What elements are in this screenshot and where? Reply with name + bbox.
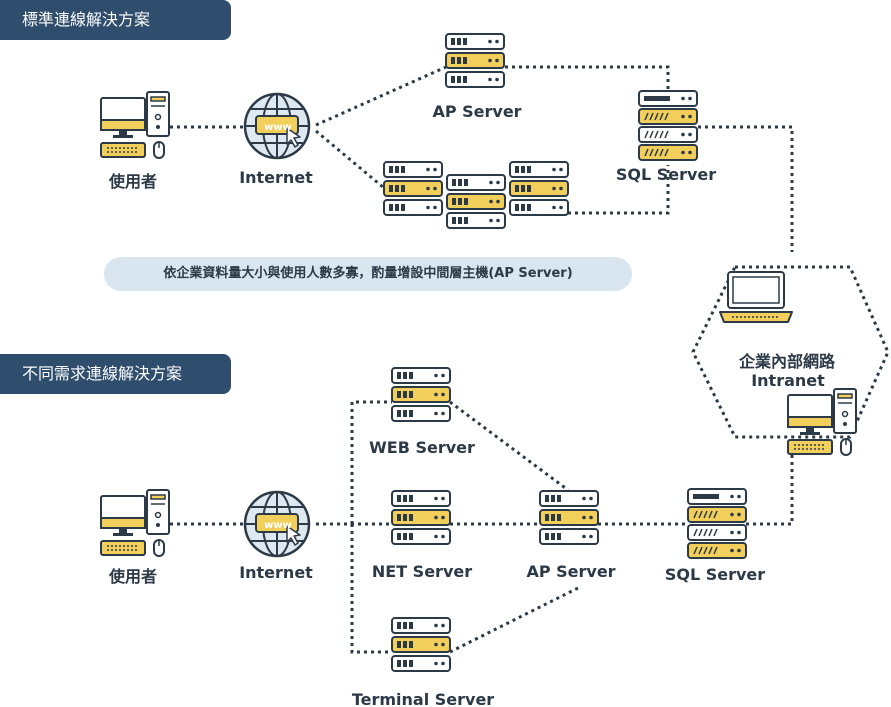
net-server-icon bbox=[392, 491, 450, 544]
web-server-label: WEB Server bbox=[369, 438, 475, 457]
terminal-server-icon bbox=[392, 618, 450, 671]
line-sql-intranet bbox=[698, 125, 794, 252]
user-label: 使用者 bbox=[108, 172, 158, 191]
laptop-icon bbox=[719, 271, 793, 323]
scaling-note: 依企業資料量大小與使用人數多寡，酌量增設中間層主機(AP Server) bbox=[104, 257, 632, 291]
line-apserver-sql-top bbox=[505, 65, 670, 95]
section-title-text: 不同需求連線解決方案 bbox=[22, 364, 183, 383]
ap-server-cluster-icon-1 bbox=[384, 162, 442, 215]
connection-lines bbox=[170, 65, 890, 654]
line-internet-web bbox=[350, 400, 392, 524]
intranet-boundary bbox=[691, 265, 890, 439]
ap-server-cluster-icon-3 bbox=[510, 162, 568, 215]
line-cluster-sql bbox=[568, 165, 670, 215]
web-server-icon bbox=[392, 368, 450, 421]
sql-server-icon bbox=[688, 489, 746, 558]
www-badge: www bbox=[264, 122, 292, 133]
www-badge: www bbox=[264, 520, 292, 531]
internet-label: Internet bbox=[239, 168, 313, 187]
section-title-standard: 標準連線解決方案 bbox=[0, 0, 231, 40]
user-computer-icon bbox=[100, 489, 170, 557]
user-label: 使用者 bbox=[108, 567, 158, 586]
user-computer-icon bbox=[100, 91, 170, 159]
ap-server-cluster-icon-2 bbox=[447, 175, 505, 228]
internet-label: Internet bbox=[239, 563, 313, 582]
ap-server-label: AP Server bbox=[526, 562, 616, 581]
line-internet-terminal bbox=[350, 524, 392, 654]
intranet-computer-icon bbox=[787, 388, 857, 456]
sql-server-label: SQL Server bbox=[615, 165, 717, 184]
line-internet-cluster bbox=[315, 129, 385, 190]
line-sql-intranet-bottom bbox=[746, 444, 794, 526]
line-terminal-ap bbox=[449, 586, 579, 654]
section-title-text: 標準連線解決方案 bbox=[22, 10, 151, 29]
intranet-label-zh: 企業內部網路 bbox=[738, 352, 836, 371]
terminal-server-label: Terminal Server bbox=[351, 690, 495, 707]
section-title-custom: 不同需求連線解決方案 bbox=[0, 354, 231, 394]
net-server-label: NET Server bbox=[371, 562, 473, 581]
line-internet-apserver-top bbox=[315, 65, 447, 127]
sql-server-label: SQL Server bbox=[664, 565, 766, 584]
ap-server-label: AP Server bbox=[432, 102, 522, 121]
ap-server-icon bbox=[540, 491, 598, 544]
intranet-label-en: Intranet bbox=[751, 371, 825, 390]
sql-server-icon bbox=[639, 91, 697, 160]
ap-server-icon bbox=[446, 34, 504, 87]
